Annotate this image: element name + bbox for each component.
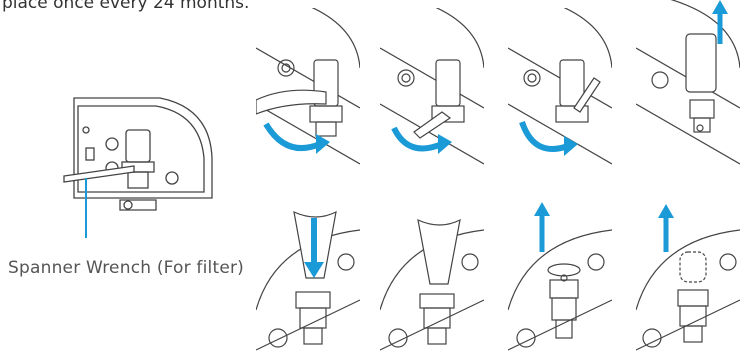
step-1-illustration xyxy=(256,8,360,165)
overview-illustration xyxy=(63,97,213,238)
up-arrow-icon xyxy=(712,0,728,14)
step-8-illustration xyxy=(636,204,740,351)
rotate-arrow-icon xyxy=(263,122,322,151)
rotate-arrow-icon xyxy=(519,120,569,152)
up-arrow-icon xyxy=(534,202,550,216)
step-2-illustration xyxy=(380,8,484,165)
rotate-arrow-icon xyxy=(391,126,444,152)
instruction-text: place once every 24 months. xyxy=(2,0,250,13)
step-4-illustration xyxy=(636,0,740,165)
up-arrow-icon xyxy=(658,204,674,218)
step-5-illustration xyxy=(256,210,360,351)
spanner-wrench-label: Spanner Wrench (For filter) xyxy=(8,258,244,278)
step-6-illustration xyxy=(380,218,484,351)
down-arrow-icon xyxy=(304,262,324,278)
step-7-illustration xyxy=(508,202,612,351)
step-3-illustration xyxy=(508,8,612,165)
